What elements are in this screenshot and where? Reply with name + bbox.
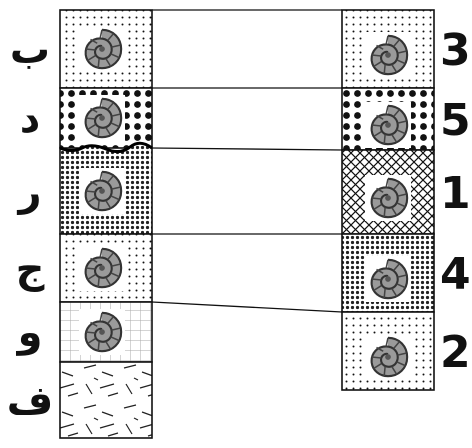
ammonite-fossil-icon xyxy=(79,168,125,214)
right-layer-label: 4 xyxy=(440,249,471,300)
right-layer-4: 4 xyxy=(341,233,471,313)
right-layer-label: 5 xyxy=(440,95,471,146)
right-layer-5: 2 xyxy=(341,311,471,391)
left-layer-3: ر xyxy=(16,141,153,235)
right-layer-3: 1 xyxy=(341,149,471,235)
ammonite-fossil-icon xyxy=(365,334,411,380)
ammonite-fossil-icon xyxy=(365,175,411,221)
correlation-line xyxy=(151,301,343,313)
right-layer-label: 3 xyxy=(440,25,471,76)
ammonite-fossil-icon xyxy=(365,102,411,148)
right-layer-label: 1 xyxy=(440,168,471,219)
left-layer-2: د xyxy=(20,87,153,149)
left-layer-5: و xyxy=(16,301,153,363)
unconformity-line xyxy=(59,141,153,154)
left-layer-6-fill xyxy=(59,361,153,439)
left-layer-4: ج xyxy=(16,233,153,303)
left-layer-label: د xyxy=(20,96,41,142)
left-layer-label: و xyxy=(16,310,43,356)
correlation-line xyxy=(151,147,343,151)
ammonite-fossil-icon xyxy=(79,26,125,72)
right-layer-label: 2 xyxy=(440,327,471,378)
ammonite-fossil-icon xyxy=(79,95,125,141)
left-layer-1: ب xyxy=(10,9,153,89)
left-layer-label: ج xyxy=(16,246,45,292)
left-layer-6: ف xyxy=(7,361,153,439)
right-layer-2: 5 xyxy=(341,87,471,151)
left-layer-label: ر xyxy=(16,169,41,215)
left-layer-label: ف xyxy=(7,378,53,424)
right-layer-1: 3 xyxy=(341,9,471,89)
ammonite-fossil-icon xyxy=(365,256,411,302)
ammonite-fossil-icon xyxy=(365,32,411,78)
ammonite-fossil-icon xyxy=(79,245,125,291)
left-layer-label: ب xyxy=(10,27,50,73)
ammonite-fossil-icon xyxy=(79,309,125,355)
